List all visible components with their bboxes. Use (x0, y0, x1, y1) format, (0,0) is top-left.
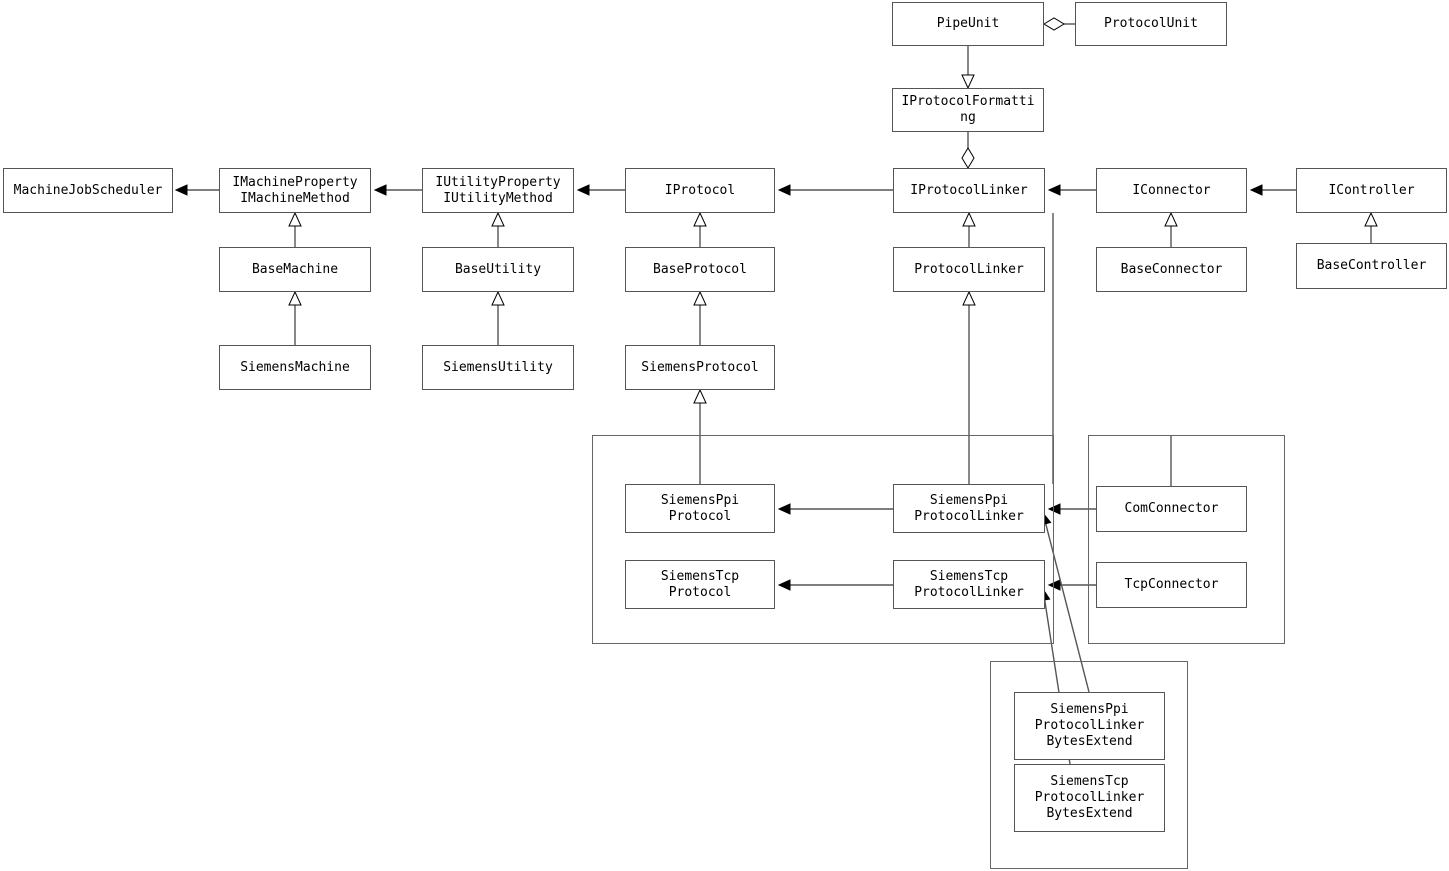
edge-e-iutility-to-imachine (373, 184, 422, 196)
edge-e-protocollinker-up (962, 211, 976, 247)
class-node-protocolLinker[interactable]: ProtocolLinker (893, 247, 1045, 292)
class-node-baseConnector[interactable]: BaseConnector (1096, 247, 1247, 292)
class-node-baseMachine[interactable]: BaseMachine (219, 247, 371, 292)
class-node-iUtility[interactable]: IUtilityProperty IUtilityMethod (422, 168, 574, 213)
class-node-iProtocolFormatting[interactable]: IProtocolFormatti ng (892, 88, 1044, 132)
class-node-ppiLinkerBytes[interactable]: SiemensPpi ProtocolLinker BytesExtend (1014, 692, 1165, 760)
class-node-protocolUnit[interactable]: ProtocolUnit (1075, 2, 1227, 46)
edge-e-ilinker-to-iprotocol (777, 184, 893, 196)
edge-e-baseprotocol-up (693, 211, 707, 247)
edge-e-siemensutility-up (491, 290, 505, 345)
edge-e-siemensprotocol-up (693, 290, 707, 345)
class-node-siemensPpiProtocol[interactable]: SiemensPpi Protocol (625, 484, 775, 533)
edge-e-siemensmachine-up (288, 290, 302, 345)
group-siemens-protocols (592, 435, 1054, 644)
edge-e-imachine-to-scheduler (174, 184, 219, 196)
class-node-siemensTcpProtocol[interactable]: SiemensTcp Protocol (625, 560, 775, 609)
class-node-baseController[interactable]: BaseController (1296, 243, 1447, 289)
class-node-baseUtility[interactable]: BaseUtility (422, 247, 574, 292)
edge-e-basemachine-up (288, 211, 302, 247)
edge-e-iconnector-to-ilinker (1047, 184, 1096, 196)
class-node-iProtocolLinker[interactable]: IProtocolLinker (893, 168, 1045, 213)
class-node-iMachine[interactable]: IMachineProperty IMachineMethod (219, 168, 371, 213)
edge-e-icontroller-to-iconnector (1249, 184, 1296, 196)
class-node-iProtocol[interactable]: IProtocol (625, 168, 775, 213)
class-node-siemensUtility[interactable]: SiemensUtility (422, 345, 574, 390)
edge-e-baseconnector-up (1164, 211, 1178, 247)
edge-e-baseutility-up (491, 211, 505, 247)
class-node-baseProtocol[interactable]: BaseProtocol (625, 247, 775, 292)
class-node-siemensProtocol[interactable]: SiemensProtocol (625, 345, 775, 390)
class-node-iController[interactable]: IController (1296, 168, 1447, 213)
class-node-siemensMachine[interactable]: SiemensMachine (219, 345, 371, 390)
edge-e-formatting-to-ilinker (961, 132, 975, 169)
class-node-siemensTcpLinker[interactable]: SiemensTcp ProtocolLinker (893, 560, 1045, 609)
edge-e-pipeunit-to-formatting (961, 46, 975, 90)
edge-e-iprotocol-to-iutility (576, 184, 625, 196)
class-node-machineJobScheduler[interactable]: MachineJobScheduler (3, 168, 173, 213)
class-node-tcpConnector[interactable]: TcpConnector (1096, 562, 1247, 608)
class-node-pipeUnit[interactable]: PipeUnit (892, 2, 1044, 46)
edge-e-basecontroller-up (1364, 211, 1378, 243)
class-node-comConnector[interactable]: ComConnector (1096, 486, 1247, 532)
class-node-tcpLinkerBytes[interactable]: SiemensTcp ProtocolLinker BytesExtend (1014, 764, 1165, 832)
group-connectors (1088, 435, 1285, 644)
class-node-siemensPpiLinker[interactable]: SiemensPpi ProtocolLinker (893, 484, 1045, 533)
class-node-iConnector[interactable]: IConnector (1096, 168, 1247, 213)
edge-e-protocolunit-to-pipeunit (1043, 17, 1075, 31)
